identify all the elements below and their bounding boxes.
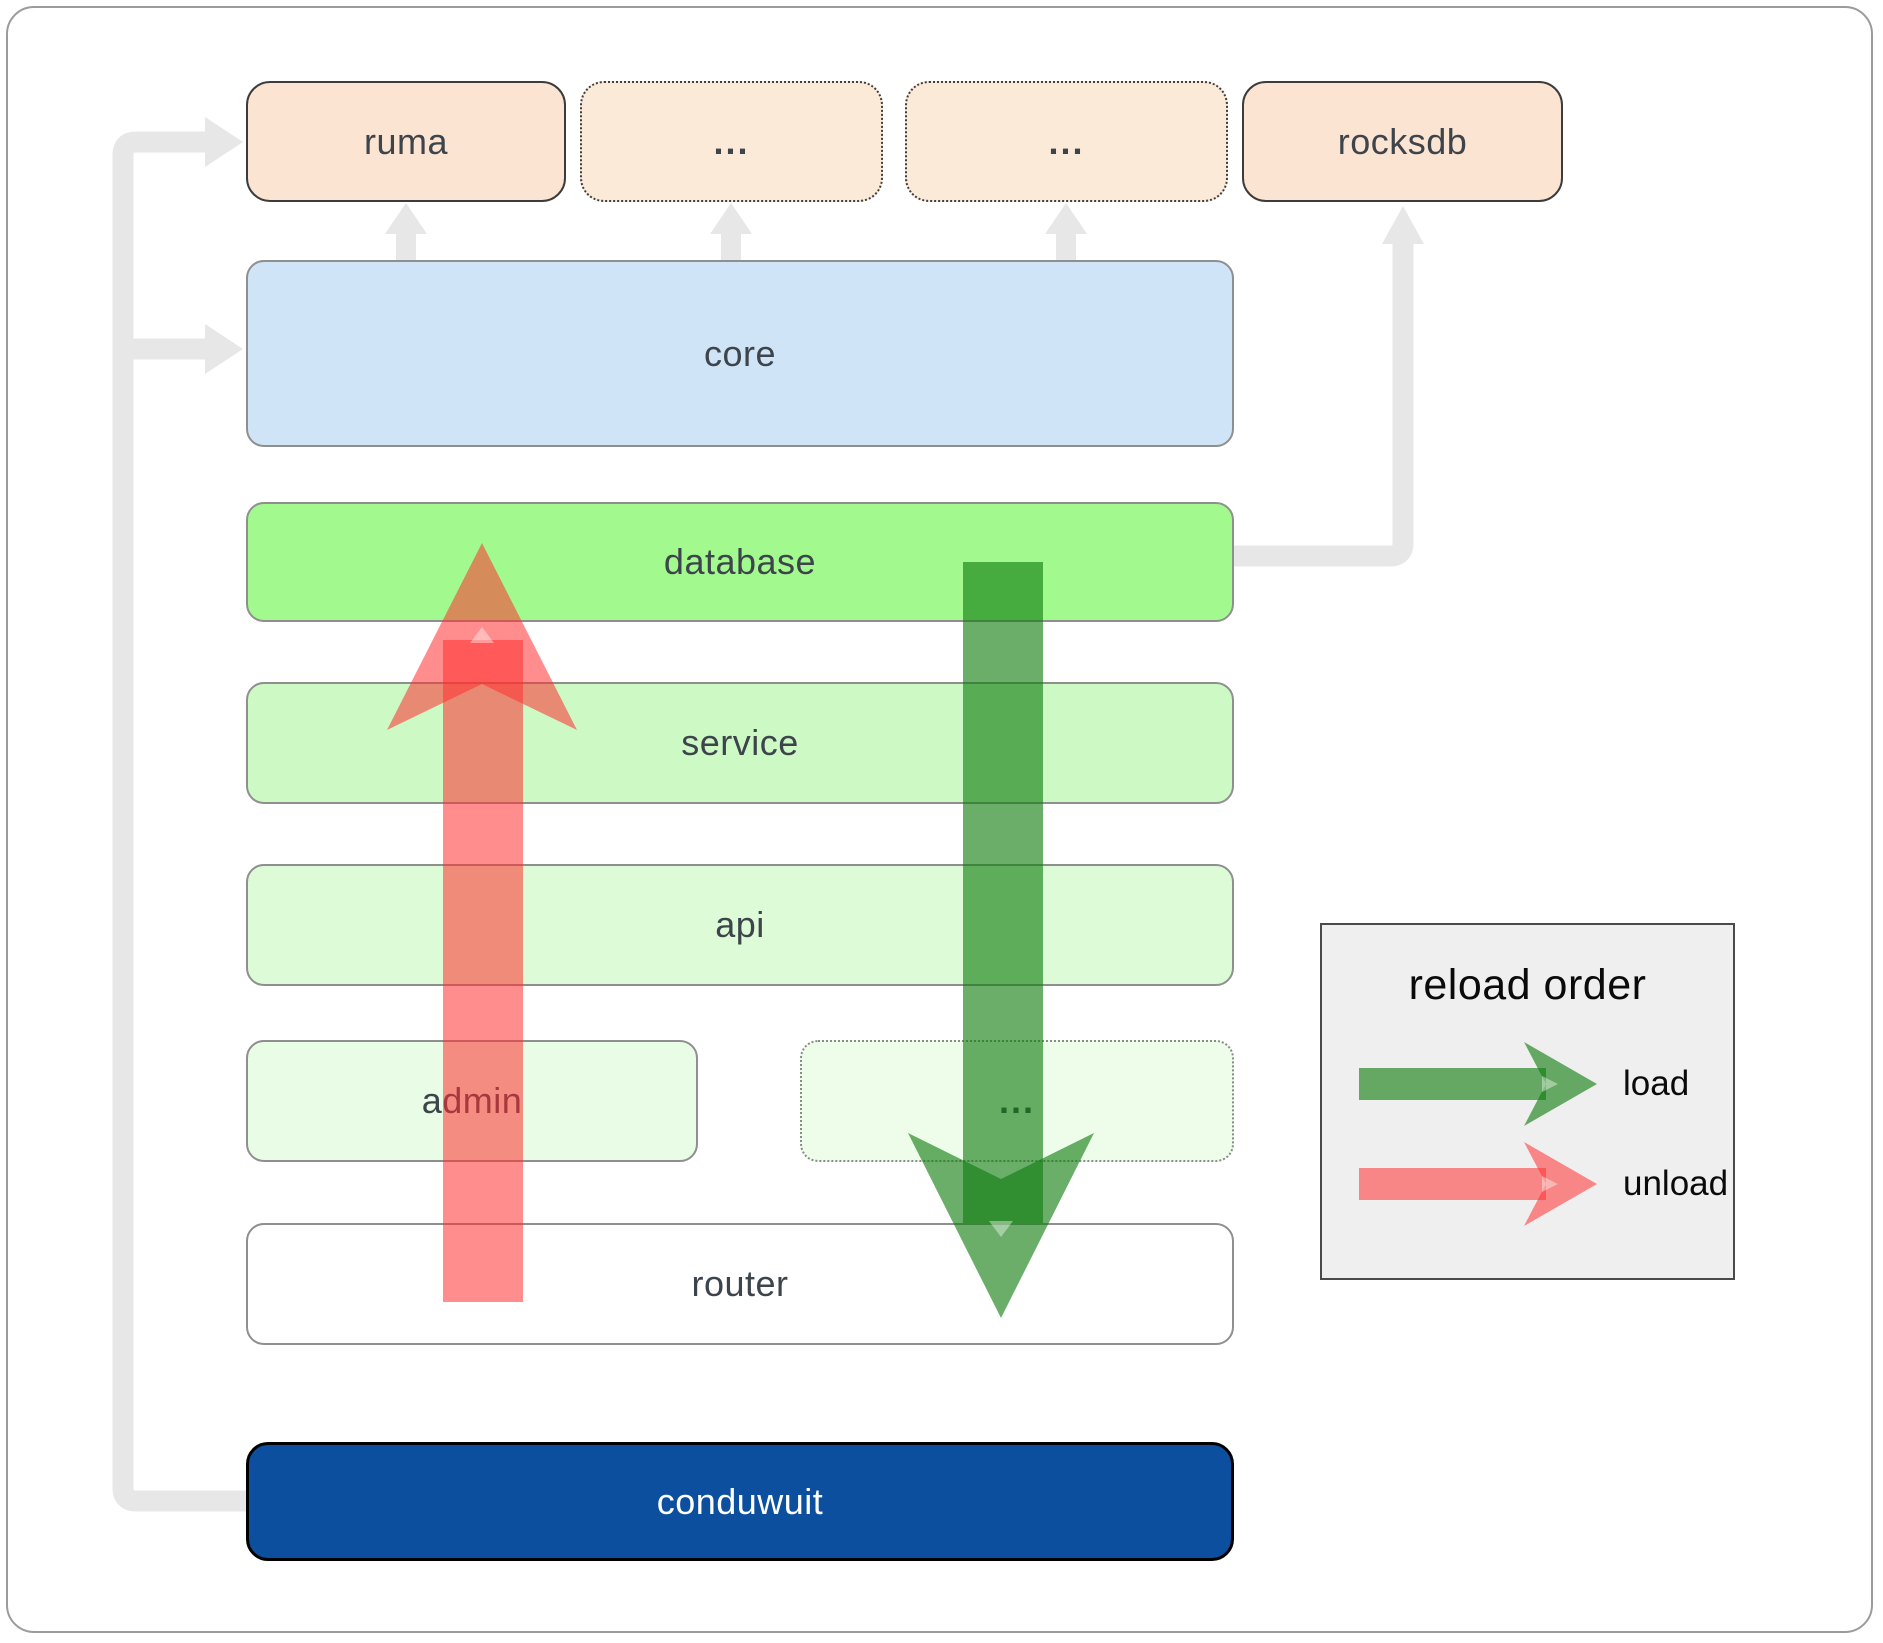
box-module-placeholder-1: ... [580,81,883,202]
box-admin: admin [246,1040,698,1162]
legend-title: reload order [1408,961,1647,1009]
box-ruma: ruma [246,81,566,202]
legend-load-arrow-icon [1359,1042,1597,1126]
legend-unload-arrow-icon [1359,1142,1597,1226]
box-core-label: core [703,332,777,374]
box-module-placeholder-2: ... [905,81,1228,202]
legend-load-label: load [1623,1064,1690,1103]
legend-row-unload: unload [1322,1138,1728,1230]
box-conduwuit: conduwuit [246,1442,1234,1561]
box-router: router [246,1223,1234,1345]
outer-frame [6,6,1873,1633]
box-admin-label: admin [421,1080,523,1121]
box-conduwuit-label: conduwuit [656,1480,824,1522]
box-module-placeholder-2-label: ... [1048,120,1085,162]
box-router-label: router [691,1263,789,1304]
legend-row-load: load [1322,1038,1689,1130]
box-service: service [246,682,1234,804]
box-api-label: api [715,904,765,945]
box-ruma-label: ruma [363,120,449,162]
box-database-label: database [663,541,817,582]
box-service-placeholder: ... [800,1040,1234,1162]
legend: reload order load unload [1320,923,1735,1280]
box-api: api [246,864,1234,986]
legend-unload-label: unload [1623,1164,1729,1203]
box-database: database [246,502,1234,622]
box-module-placeholder-1-label: ... [713,120,750,162]
box-service-placeholder-label: ... [998,1080,1035,1121]
box-rocksdb-label: rocksdb [1337,120,1468,162]
box-service-label: service [681,722,799,763]
box-rocksdb: rocksdb [1242,81,1563,202]
box-core: core [246,260,1234,447]
